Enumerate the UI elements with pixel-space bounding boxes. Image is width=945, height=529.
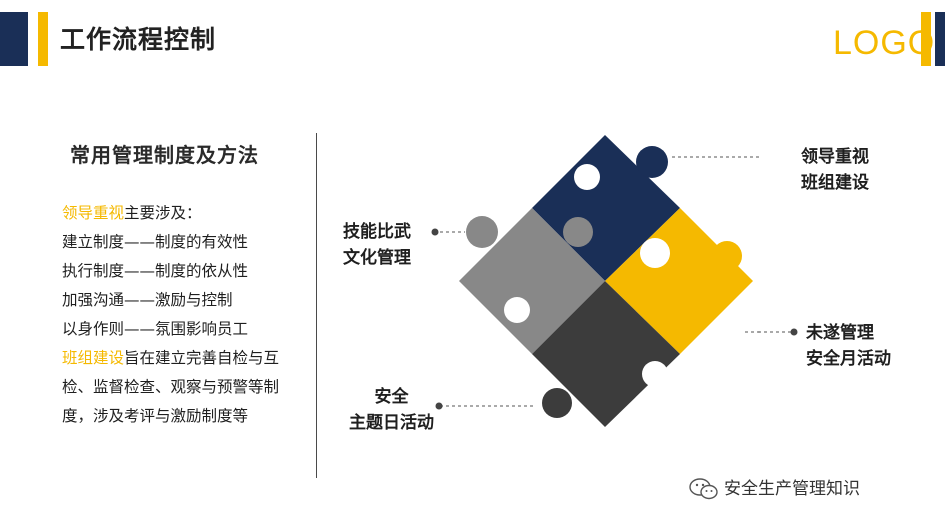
connector-dot-bottom [435, 402, 443, 410]
callout-bottom-left: 安全 主题日活动 [349, 387, 434, 433]
text-line: 领导重视主要涉及： [62, 204, 202, 222]
connector-line-right [758, 328, 798, 336]
text-line: 检、监督检查、观察与预警等制 [62, 378, 280, 396]
wechat-icon [689, 478, 718, 500]
puzzle-graphic [440, 135, 760, 427]
puzzle-piece-dark [532, 281, 680, 427]
text-line: 以身作则——氛围影响员工 [62, 320, 249, 338]
callout-left: 技能比武 文化管理 [343, 222, 411, 268]
header-right-navy-bar [935, 12, 945, 66]
page-title: 工作流程控制 [60, 25, 217, 54]
header-left-navy-bar [0, 12, 28, 66]
puzzle-piece-navy [532, 135, 680, 281]
highlight-text: 领导重视 [62, 204, 125, 222]
highlight-text: 班组建设 [62, 349, 125, 367]
connector-dots [431, 228, 439, 236]
callout-top-right: 领导重视 班组建设 [801, 147, 869, 193]
text-line: 度，涉及考评与激励制度等 [62, 407, 249, 425]
vertical-divider [316, 133, 317, 478]
callout-right: 未遂管理 安全月活动 [806, 323, 891, 369]
footer-watermark: 安全生产管理知识 [688, 474, 860, 502]
text-line: 班组建设旨在建立完善自检与互 [62, 349, 280, 367]
logo: LOGO [833, 24, 936, 62]
header-left-yellow-bar [38, 12, 48, 66]
footer-text: 安全生产管理知识 [724, 479, 860, 499]
header-right-yellow-bar [921, 12, 931, 66]
method-description: 领导重视主要涉及： 建立制度——制度的有效性 执行制度——制度的依从性 加强沟通… [62, 199, 302, 431]
text-line: 加强沟通——激励与控制 [62, 291, 233, 309]
section-subtitle: 常用管理制度及方法 [70, 143, 259, 167]
text-line: 执行制度——制度的依从性 [62, 262, 249, 280]
text-line: 建立制度——制度的有效性 [62, 233, 249, 251]
